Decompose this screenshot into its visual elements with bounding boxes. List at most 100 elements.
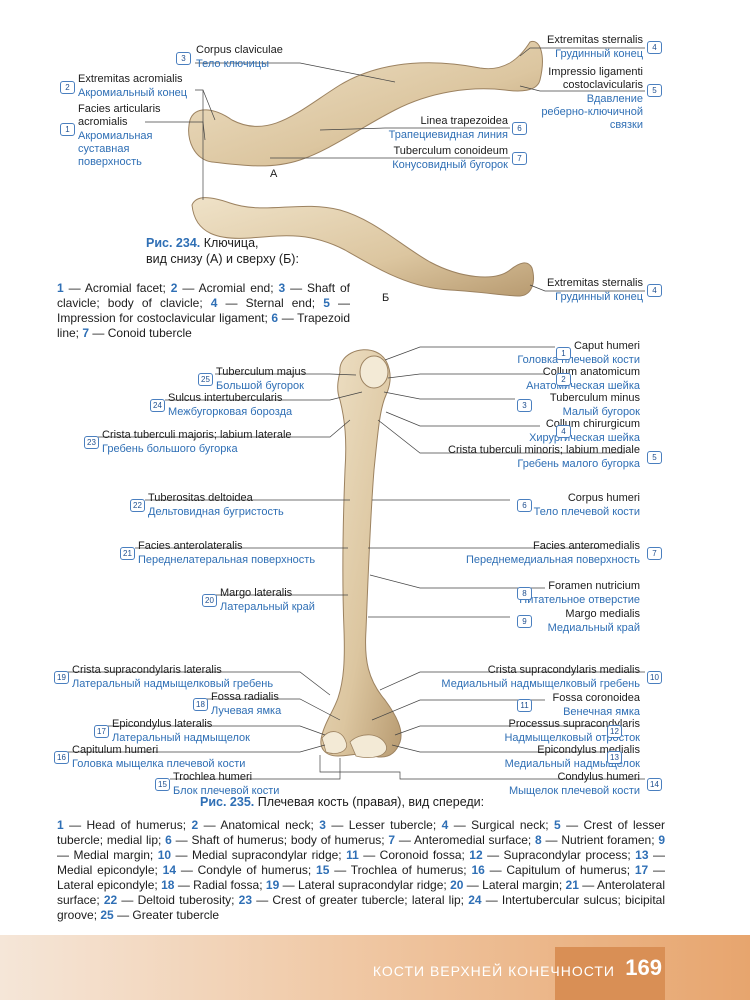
legend-text: — Anterolateral surface;: [57, 878, 665, 907]
label-latin: Caput humeri: [573, 340, 640, 352]
legend-text: — Lateral margin;: [466, 878, 566, 892]
label-russian: Трапециевидная линия: [388, 129, 508, 141]
legend-number: 14: [162, 863, 177, 877]
label-russian: Межбугорковая борозда: [168, 406, 293, 418]
label-number-badge: 7: [512, 152, 527, 165]
legend-number: 19: [265, 878, 280, 892]
label-number-badge: 5: [647, 84, 662, 97]
legend-number: 15: [316, 863, 330, 877]
legend-number: 24: [468, 893, 482, 907]
label-latin: Extremitas acromialis: [78, 73, 183, 85]
label-latin: Facies anterolateralis: [138, 540, 243, 552]
legend-text: — Acromial end;: [182, 281, 279, 295]
label-russian: Переднелатеральная поверхность: [138, 554, 316, 566]
legend-text: — Trapezoid line;: [57, 311, 350, 340]
legend-text: — Coronoid fossa;: [363, 848, 470, 862]
legend-number: 10: [157, 848, 172, 862]
legend-number: 22: [103, 893, 118, 907]
legend-number: 17: [634, 863, 649, 877]
clavicle-superior-view-image: [191, 197, 534, 297]
label-russian: Акромиальный конец: [78, 87, 188, 99]
legend-number: 20: [450, 878, 464, 892]
legend-text: — Acromial facet;: [68, 281, 171, 295]
legend-number: 2: [191, 818, 199, 832]
label-latin: Fossa coronoidea: [552, 692, 640, 704]
legend-number: 1: [57, 281, 64, 295]
label-latin: Crista tuberculi minoris; labium mediale: [448, 444, 640, 456]
label-latin: Trochlea humeri: [173, 771, 253, 783]
humerus-head-image: [359, 355, 389, 389]
legend-number: 5: [323, 296, 330, 310]
legend-number: 5: [553, 818, 561, 832]
label-latin: Foramen nutricium: [548, 580, 640, 592]
legend-text: — Nutrient foramen;: [545, 833, 659, 847]
label-latin: Tuberculum minus: [549, 392, 640, 404]
label-latin: Sulcus intertubercularis: [168, 392, 283, 404]
label-number-badge: 7: [647, 547, 662, 560]
legend-number: 3: [319, 818, 326, 832]
label-number-badge: 6: [517, 499, 532, 512]
label-russian: Дельтовидная бугристость: [148, 506, 284, 518]
label-russian: Лучевая ямка: [211, 705, 282, 717]
label-russian: Головка мыщелка плечевой кости: [72, 758, 246, 770]
label-latin: Margo medialis: [565, 608, 640, 620]
label-number-badge: 5: [647, 451, 662, 464]
label-russian: Грудинный конец: [555, 48, 643, 60]
label-russian: Переднемедиальная поверхность: [466, 554, 640, 566]
legend-number: 13: [635, 848, 649, 862]
label-number-badge: 4: [556, 425, 571, 438]
label-russian: Медиальный надмыщелковый гребень: [441, 678, 640, 690]
label-russian: Гребень большого бугорка: [102, 443, 238, 455]
figure-235-legend: 1 — Head of humerus; 2 — Anatomical neck…: [57, 818, 665, 923]
view-b-label: Б: [382, 292, 390, 304]
legend-text: — Capitulum of humerus;: [489, 863, 635, 877]
legend-text: — Intertubercular sulcus; bicipital groo…: [57, 893, 666, 922]
label-latin: Extremitas sternalis: [547, 277, 643, 289]
legend-text: — Deltoid tuberosity;: [121, 893, 239, 907]
legend-number: 7: [388, 833, 396, 847]
label-russian: Латеральный надмыщелковый гребень: [72, 678, 274, 690]
legend-text: — Greater tubercle: [117, 908, 220, 922]
label-number-badge: 12: [607, 725, 622, 738]
label-russian: Акромиальная суставная поверхность: [78, 130, 153, 168]
label-latin: Impressio ligamenti costoclavicularis: [548, 66, 643, 91]
label-latin: Corpus claviculae: [196, 44, 283, 56]
label-russian: Венечная ямка: [563, 706, 640, 718]
legend-text: — Conoid tubercle: [92, 326, 192, 340]
label-number-badge: 17: [94, 725, 109, 738]
label-latin: Condylus humeri: [557, 771, 640, 783]
figure-234-subtitle: вид снизу (А) и сверху (Б):: [146, 252, 299, 266]
legend-text: — Surgical neck;: [453, 818, 554, 832]
legend-text: — Condyle of humerus;: [180, 863, 317, 877]
legend-text: — Shaft of clavicle; body of clavicle;: [57, 281, 350, 310]
label-number-badge: 19: [54, 671, 69, 684]
label-latin: Capitulum humeri: [72, 744, 159, 756]
label-russian: Головка плечевой кости: [517, 354, 640, 366]
label-latin: Collum chirurgicum: [545, 418, 640, 430]
label-russian: Надмыщелковый отросток: [504, 732, 640, 744]
legend-number: 8: [535, 833, 542, 847]
label-russian: Анатомическая шейка: [526, 380, 640, 392]
figure-234-legend: 1 — Acromial facet; 2 — Acromial end; 3 …: [57, 281, 350, 341]
label-latin: Fossa radialis: [211, 691, 279, 703]
label-russian: Тело плечевой кости: [533, 506, 640, 518]
label-number-badge: 3: [517, 399, 532, 412]
label-russian: Конусовидный бугорок: [392, 159, 508, 171]
legend-text: — Trochlea of humerus;: [334, 863, 472, 877]
legend-text: — Shaft of humerus; body of humerus;: [175, 833, 389, 847]
legend-number: 6: [271, 311, 279, 325]
legend-text: — Sternal end;: [225, 296, 324, 310]
label-latin: Crista supracondylaris medialis: [487, 664, 640, 676]
legend-text: — Radial fossa;: [177, 878, 266, 892]
label-latin: Processus supracondylaris: [508, 718, 640, 730]
legend-text: — Supracondylar process;: [487, 848, 636, 862]
label-latin: Linea trapezoidea: [420, 115, 508, 127]
legend-number: 2: [170, 281, 178, 295]
legend-number: 25: [100, 908, 114, 922]
label-russian: Латеральный край: [220, 601, 315, 613]
label-latin: Extremitas sternalis: [547, 34, 643, 46]
legend-text: — Impression for costoclavicular ligamen…: [57, 296, 350, 325]
legend-number: 1: [57, 818, 64, 832]
label-latin: Collum anatomicum: [542, 366, 640, 378]
